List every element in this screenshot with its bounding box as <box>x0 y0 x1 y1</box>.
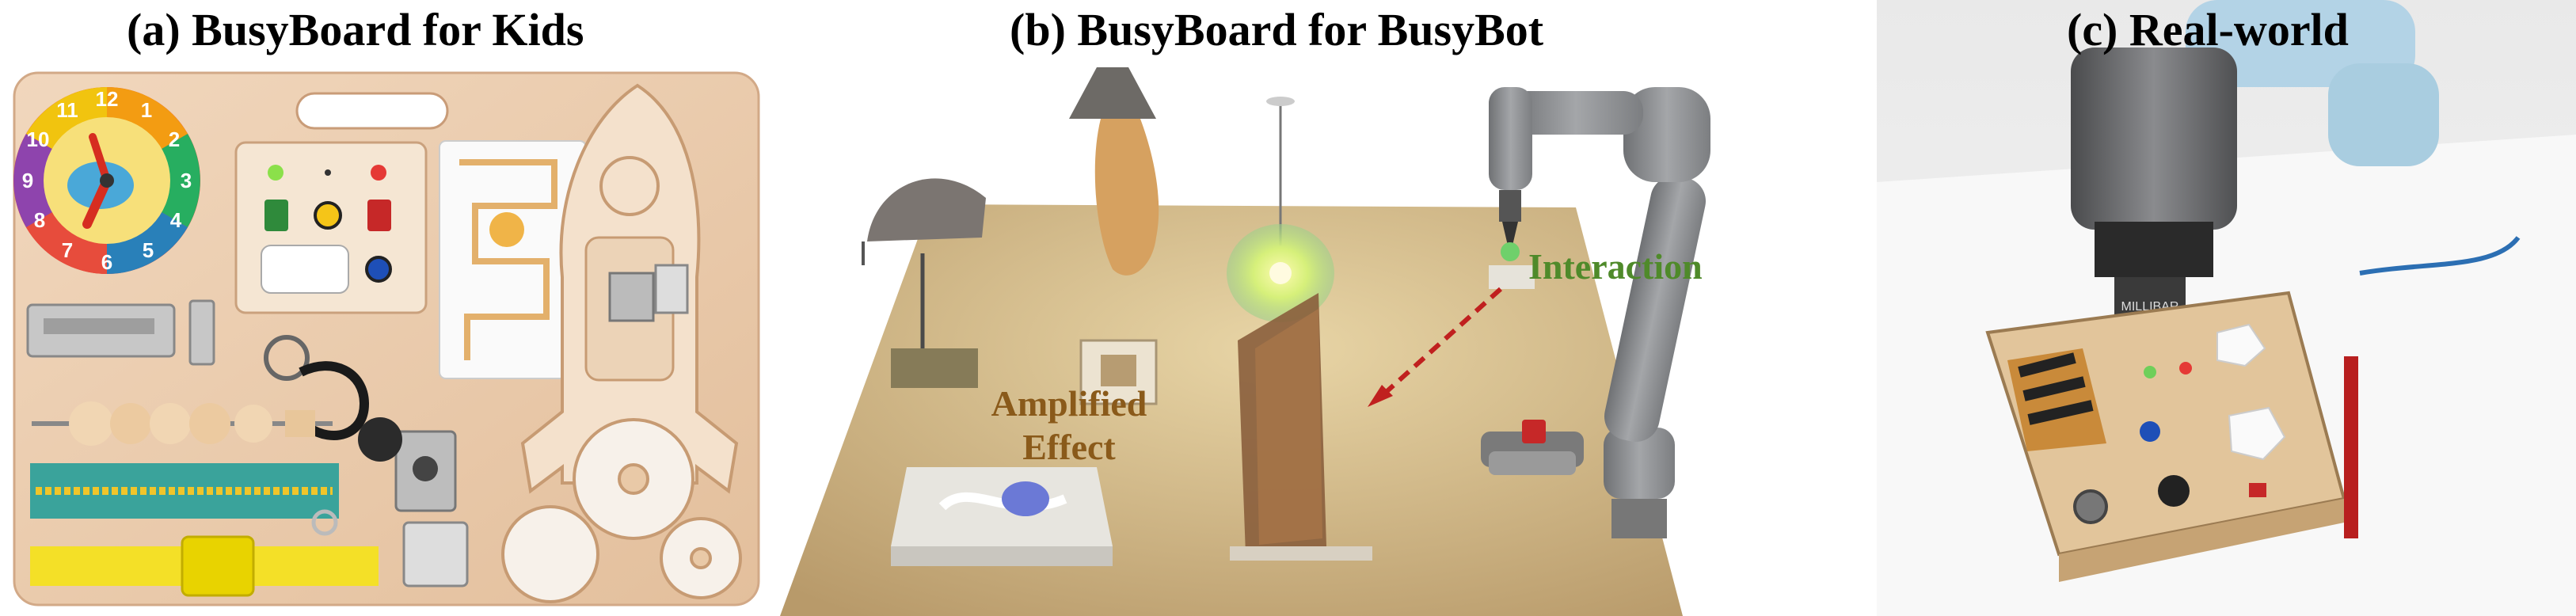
gears <box>501 418 742 603</box>
desk-lamp <box>862 178 986 388</box>
switch-panel <box>234 141 428 314</box>
clock-number: 8 <box>34 208 45 232</box>
amplified-label-1: Amplified <box>991 383 1147 424</box>
busyboard-sim-render: Interaction Amplified Effect <box>780 67 1710 616</box>
key-lock <box>358 417 457 512</box>
rocket-panel <box>520 83 739 494</box>
gripper-cap <box>2328 63 2439 166</box>
hex-pad-1 <box>2216 323 2266 367</box>
clock-number: 7 <box>62 238 73 262</box>
clock-number: 4 <box>170 208 182 232</box>
latch-hardware <box>26 299 370 440</box>
light-switch <box>1079 339 1158 405</box>
panel-b-title: (b) BusyBoard for BusyBot <box>1010 4 1544 55</box>
clock-number: 5 <box>143 238 154 262</box>
clock-number: 1 <box>141 98 152 122</box>
zipper <box>30 463 339 536</box>
buckle-strap <box>30 535 379 597</box>
clock-number: 2 <box>169 127 180 151</box>
effect-arrowhead <box>1368 385 1393 407</box>
robot-wrist <box>2071 48 2237 230</box>
push-button-device <box>1481 420 1584 475</box>
maze-panel <box>439 140 587 379</box>
swing-door <box>1230 293 1372 561</box>
clock-icon <box>13 87 200 274</box>
clock-number: 10 <box>27 127 50 151</box>
interaction-label: Interaction <box>1528 246 1703 287</box>
wheel-block <box>402 521 469 587</box>
panel-c-title: (c) Real-world <box>2067 4 2349 55</box>
panel-a: (a) BusyBoard for Kids 12 1 <box>0 0 776 616</box>
cable <box>2359 236 2521 276</box>
clock-number: 11 <box>56 98 78 122</box>
clock-number: 3 <box>181 169 192 192</box>
clock-number: 12 <box>96 87 119 111</box>
busyboard-kids-photo: 12 1 2 3 4 5 6 7 8 9 10 11 <box>13 71 760 606</box>
bead-string <box>32 401 333 446</box>
panel-a-title: (a) BusyBoard for Kids <box>127 4 584 55</box>
handle-slot <box>295 92 449 130</box>
amplified-label-2: Effect <box>1022 427 1116 467</box>
slider-block <box>891 467 1113 566</box>
clock-number: 9 <box>22 169 33 192</box>
clock-numbers: 12 1 2 3 4 5 6 7 8 9 10 11 <box>22 87 192 274</box>
clock-number: 6 <box>101 250 112 274</box>
floor-lamp <box>1069 67 1159 276</box>
panel-b: (b) BusyBoard for BusyBot <box>780 0 1845 616</box>
robot-arm <box>1489 87 1710 538</box>
pendant-lamp <box>1227 97 1334 322</box>
real-world-photo: MILLIBAR <box>1877 0 2576 616</box>
effect-arrow <box>1379 287 1503 398</box>
hex-pad-2 <box>2228 406 2286 461</box>
panel-c: MILLIBAR (c) Real-world <box>1877 0 2576 616</box>
